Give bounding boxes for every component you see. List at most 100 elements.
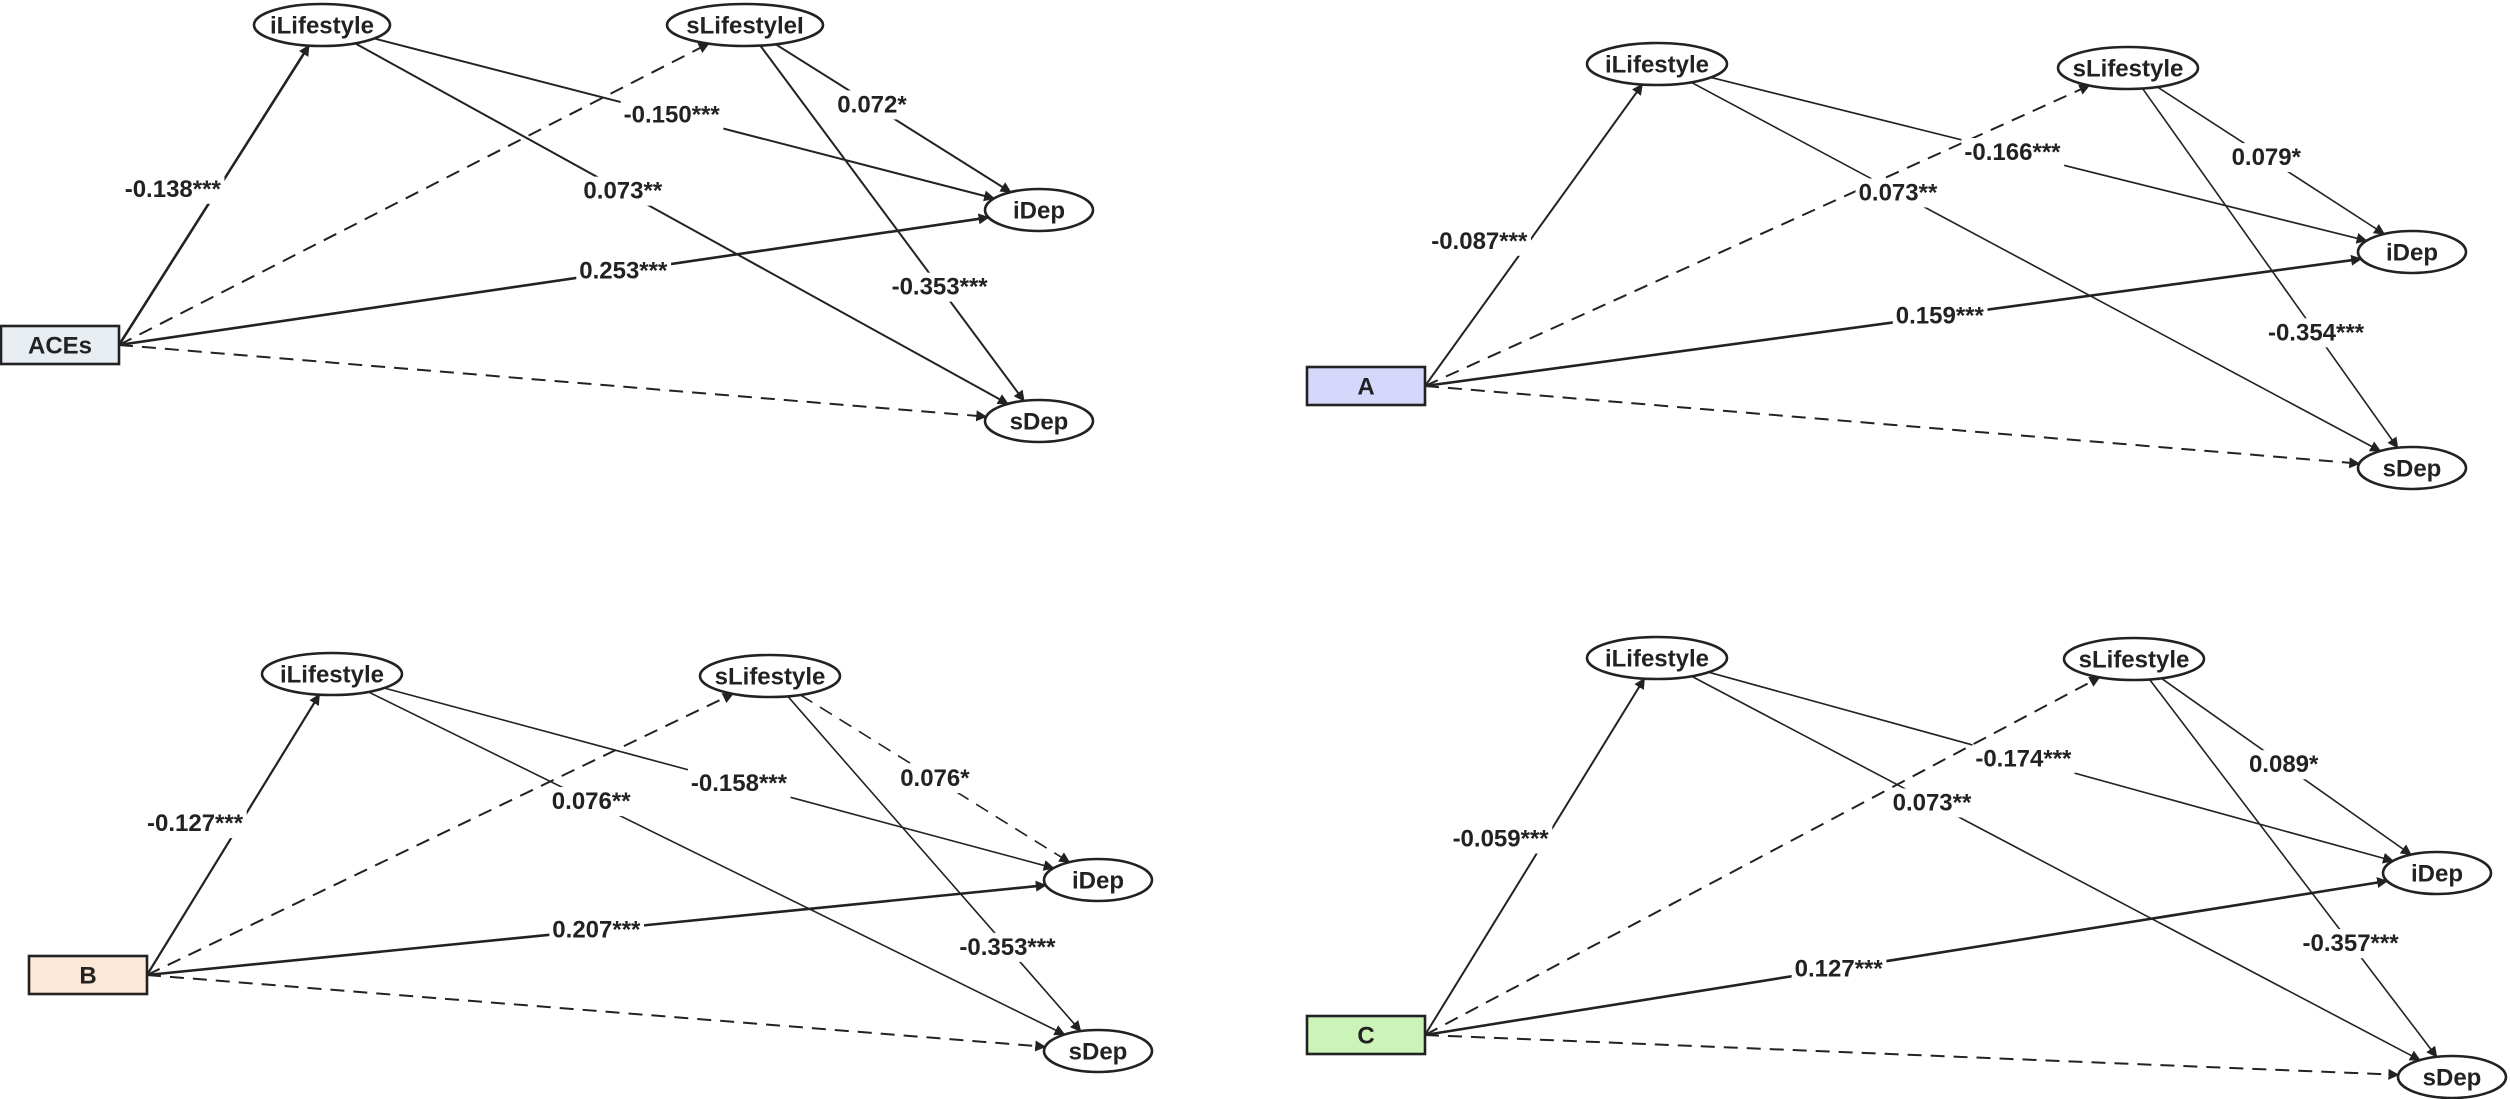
path-ilife-to-sdep-arrow	[354, 42, 1009, 405]
idep-ellipse	[2356, 229, 2468, 275]
coefficient-label-background	[1791, 954, 1887, 984]
idep-label: iDep	[1013, 198, 1065, 225]
sdep-node: sDep	[2396, 1054, 2508, 1099]
exposure-node: ACEs	[0, 324, 121, 366]
path-exp-to-ilife-arrow	[1424, 83, 1644, 387]
exposure-label: A	[1357, 374, 1374, 401]
idep-ellipse	[983, 187, 1095, 233]
exposure-node: B	[27, 954, 149, 996]
sdep-label: sDep	[1069, 1039, 1128, 1066]
coefficient-ilife-to-idep-label: -0.158***	[691, 770, 788, 797]
idep-label: iDep	[2411, 861, 2463, 888]
coefficient-ilife-to-idep-label: -0.166***	[1964, 139, 2061, 166]
edges-c	[1424, 671, 2438, 1080]
exposure-label: ACEs	[28, 333, 92, 360]
coefficient-label-background	[1449, 824, 1553, 854]
idep-node: iDep	[2356, 229, 2468, 275]
coefficient-exp-to-idep-label: 0.207***	[552, 917, 641, 944]
coefficient-ilife-to-sdep-label: 0.076**	[552, 788, 631, 815]
sdep-node: sDep	[2356, 445, 2468, 491]
ilife-label: iLifestyle	[280, 662, 384, 689]
coefficient-label-background	[834, 90, 911, 120]
coefficient-label-background	[548, 787, 635, 817]
coefficient-label-background	[1972, 744, 2076, 774]
path-exp-to-slife-arrow	[118, 42, 710, 346]
coefficient-label-background	[1892, 301, 1988, 331]
edge-labels-c: -0.059***0.127***-0.174***0.073**0.089*-…	[1449, 744, 2403, 984]
coefficient-exp-to-idep-label: 0.253***	[579, 257, 668, 284]
idep-label: iDep	[2386, 240, 2438, 267]
slife-label: sLifestyle	[2079, 647, 2190, 674]
coefficient-exp-to-idep-label: 0.127***	[1795, 955, 1884, 982]
exposure-label: C	[1357, 1023, 1374, 1050]
coefficient-exp-to-idep-label: 0.159***	[1896, 303, 1985, 330]
coefficient-label-background	[620, 100, 724, 130]
coefficient-label-background	[1961, 138, 2065, 168]
sdep-label: sDep	[2423, 1065, 2482, 1092]
path-exp-to-idep-arrow	[118, 213, 990, 347]
ilife-ellipse	[1585, 635, 1729, 681]
path-ilife-to-sdep-arrow	[1691, 675, 2421, 1061]
coefficient-ilife-to-sdep-label: 0.073**	[1893, 789, 1972, 816]
exposure-box	[0, 324, 121, 366]
sdep-label: sDep	[2383, 456, 2442, 483]
path-exp-to-slife-arrow	[1424, 84, 2091, 387]
coefficient-slife-to-idep-label: 0.072*	[837, 91, 907, 118]
ilife-ellipse	[252, 2, 392, 48]
slife-node: sLifestyle	[698, 653, 842, 699]
sdep-ellipse	[2396, 1054, 2508, 1099]
slife-node: sLifestyle	[2062, 636, 2206, 682]
coefficient-label-background	[580, 176, 666, 206]
sdep-ellipse	[1042, 1028, 1154, 1074]
sdep-ellipse	[2356, 445, 2468, 491]
coefficient-slife-to-idep-label: 0.076*	[900, 765, 970, 792]
edge-labels-a: -0.087***0.159***-0.166***0.073**0.079*-…	[1428, 138, 2368, 348]
coefficient-label-background	[2228, 143, 2305, 173]
slife-node: sLifestyle	[2056, 45, 2200, 91]
sdep-node: sDep	[1042, 1028, 1154, 1074]
slife-label: sLifestyle	[715, 664, 826, 691]
coefficient-label-background	[144, 809, 247, 839]
path-exp-to-sdep-arrow	[146, 974, 1047, 1052]
coefficient-label-background	[2264, 318, 2368, 348]
path-exp-to-idep-arrow	[1424, 877, 2389, 1037]
slife-label: sLifestyleI	[686, 13, 803, 40]
slife-ellipse	[2056, 45, 2200, 91]
idep-ellipse	[2381, 850, 2493, 896]
idep-ellipse	[1042, 857, 1154, 903]
coefficient-ilife-to-idep-label: -0.150***	[624, 102, 721, 129]
coefficient-label-background	[1428, 226, 1531, 256]
coefficient-ilife-to-sdep-label: 0.073**	[583, 178, 662, 205]
path-slife-to-sdep-arrow	[2148, 678, 2438, 1058]
sdep-node: sDep	[983, 398, 1095, 444]
coefficient-label-background	[1855, 178, 1941, 208]
edges-b	[146, 687, 1082, 1052]
path-exp-to-slife-arrow	[1424, 676, 2101, 1036]
idep-node: iDep	[1042, 857, 1154, 903]
coefficient-label-background	[888, 272, 992, 302]
slife-ellipse	[665, 2, 825, 48]
coefficient-slife-to-sdep-label: -0.353***	[959, 934, 1056, 961]
coefficient-slife-to-sdep-label: -0.353***	[892, 274, 989, 301]
coefficient-slife-to-sdep-label: -0.354***	[2268, 319, 2365, 346]
coefficient-slife-to-idep-label: 0.079*	[2232, 144, 2302, 171]
ilife-ellipse	[260, 651, 404, 697]
exposure-node: A	[1305, 365, 1427, 407]
coefficient-label-background	[1889, 788, 1975, 818]
coefficient-slife-to-idep-label: 0.089*	[2249, 751, 2319, 778]
path-slife-to-idep-arrow	[799, 694, 1071, 863]
slife-ellipse	[698, 653, 842, 699]
edge-labels-b: -0.127*** 0.207*** -0.158*** 0.076** 0.076* -…	[144, 764, 1060, 962]
coefficient-label-background	[549, 915, 645, 945]
idep-node: iDep	[983, 187, 1095, 233]
slife-label: sLifestyle	[2073, 56, 2184, 83]
coefficient-exp-to-ilife-label: -0.127***	[147, 810, 244, 837]
sdep-label: sDep	[1010, 409, 1069, 436]
